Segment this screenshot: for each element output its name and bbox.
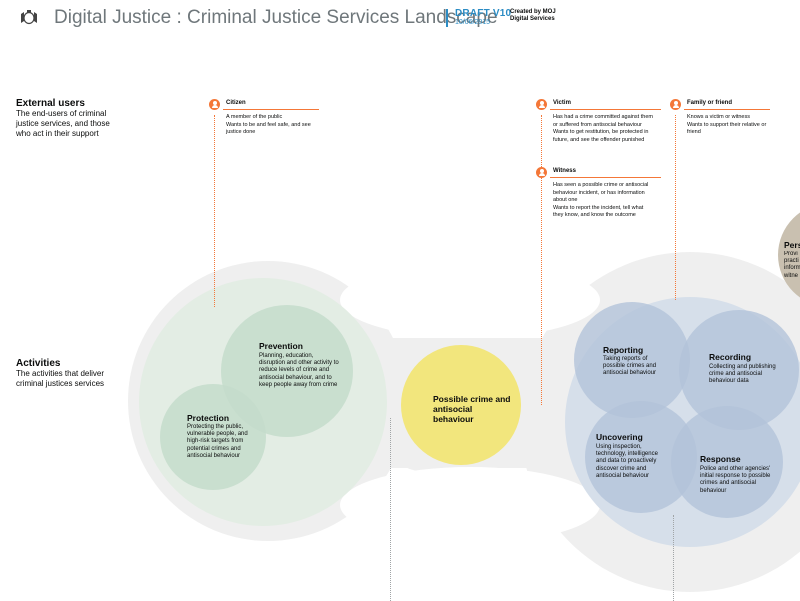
- recording-description: Collecting and publishing crime and anti…: [709, 364, 776, 385]
- activities-description: The activities that deliver criminal jus…: [16, 369, 105, 388]
- uncovering-title: Uncovering: [596, 432, 643, 442]
- reporting-description: Taking reports of possible crimes and an…: [603, 356, 657, 377]
- reporting-circle: [574, 302, 690, 418]
- created-by-line1: Created by MOJ: [510, 9, 556, 15]
- response-description: Police and other agencies' initial respo…: [700, 466, 771, 494]
- user-name: Citizen: [226, 100, 246, 106]
- person-icon: [536, 99, 547, 110]
- created-by-line2: Digital Services: [510, 16, 555, 22]
- possible-crime-title: Possible crime and antisocial behaviour: [433, 394, 511, 424]
- user-description: Has seen a possible crime or antisocial …: [553, 182, 649, 218]
- possible-crime-circle: [401, 345, 521, 465]
- user-name: Witness: [553, 168, 576, 174]
- response-circle: [671, 406, 783, 518]
- blob-notch-bottom: [340, 467, 600, 543]
- reporting-title: Reporting: [603, 345, 644, 355]
- partial-title: Pers: [784, 240, 800, 250]
- partial-circle: [778, 212, 800, 298]
- activities-section: Activities The activities that deliver c…: [16, 358, 111, 389]
- person-icon: [536, 167, 547, 178]
- uncovering-description: Using inspection, technology, intelligen…: [596, 444, 658, 479]
- user-description: Knows a victim or witness Wants to suppo…: [687, 114, 767, 135]
- possible-crime-connector: [390, 418, 391, 601]
- prevention-title: Prevention: [259, 341, 303, 351]
- royal-crest-icon: [21, 10, 37, 25]
- user-name: Victim: [553, 100, 571, 106]
- citizen-connector: [214, 115, 215, 307]
- user-rule: [684, 109, 770, 110]
- person-icon: [670, 99, 681, 110]
- recording-circle: [679, 310, 799, 430]
- blob-notch-top: [340, 262, 600, 338]
- user-rule: [550, 177, 661, 178]
- external-users-description: The end-users of criminal justice servic…: [16, 109, 110, 138]
- user-rule: [223, 109, 319, 110]
- draft-label: DRAFT V10: [455, 8, 512, 19]
- response-title: Response: [700, 454, 741, 464]
- response-connector: [673, 515, 674, 601]
- protection-description: Protecting the public, vulnerable people…: [187, 424, 248, 459]
- protection-circle: [160, 384, 266, 490]
- user-description: Has had a crime committed against them o…: [553, 114, 653, 143]
- person-icon: [209, 99, 220, 110]
- prevention-description: Planning, education, disruption and othe…: [259, 353, 339, 388]
- user-description: A member of the public Wants to be and f…: [226, 114, 311, 135]
- external-users-section: External users The end-users of criminal…: [16, 98, 111, 139]
- protection-title: Protection: [187, 413, 230, 423]
- user-name: Family or friend: [687, 100, 733, 106]
- victim-connector: [541, 115, 542, 405]
- external-users-heading: External users: [16, 98, 85, 109]
- recording-title: Recording: [709, 352, 752, 362]
- activities-heading: Activities: [16, 358, 61, 369]
- created-by: Created by MOJ Digital Services: [510, 9, 570, 23]
- uncovering-circle: [585, 401, 697, 513]
- draft-date: 10/06/2015: [455, 19, 491, 26]
- header-divider: [446, 9, 448, 27]
- page-title: Digital Justice : Criminal Justice Servi…: [54, 7, 498, 28]
- family-connector: [675, 115, 676, 300]
- user-rule: [550, 109, 661, 110]
- partial-description: Provi practi inform witne: [784, 251, 800, 279]
